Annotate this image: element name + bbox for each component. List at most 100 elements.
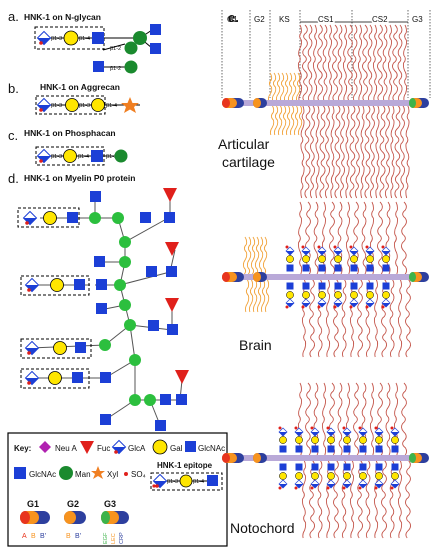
panel-e-letter: e.	[228, 10, 239, 25]
key-title: Key:	[14, 444, 31, 453]
panel-b-title: HNK-1 on Aggrecan	[40, 82, 120, 92]
tissue-label-notochord: Notochord	[230, 520, 295, 536]
hnk1-epitope-box	[20, 338, 92, 359]
g3-sub-crp: CRP	[119, 532, 125, 544]
g3-domain	[409, 453, 429, 463]
fuc-icon	[165, 298, 179, 312]
link-label: β1-3	[51, 154, 62, 160]
link-label: β1-4	[106, 103, 117, 109]
aggrecan-panels	[222, 24, 429, 539]
glcnac-icon	[67, 212, 78, 223]
g2-domain	[253, 272, 267, 282]
gal-icon	[152, 439, 168, 455]
panel-a: a. HNK-1 on N-glycan β1-3 β1-4 β1-2 β1-2	[8, 9, 161, 74]
gal-icon	[50, 278, 64, 292]
man-icon	[114, 149, 128, 163]
hnk1-epitopes	[278, 426, 400, 490]
epitope-label: HNK-1 epitope	[157, 461, 213, 470]
glca-icon	[24, 370, 40, 386]
legend-key: Key: Neu A Fuc GlcA Gal GlcNAc GlcNAc Ma…	[7, 432, 228, 547]
ks-chains	[267, 72, 303, 136]
g3-domain	[409, 272, 429, 282]
gal-icon	[48, 371, 62, 385]
link-label: β1-4	[78, 154, 89, 160]
glcnac-icon	[150, 43, 161, 54]
g1-sub-a: A	[22, 533, 27, 540]
domain-g2: G2	[254, 15, 265, 24]
g1-domain	[222, 272, 244, 282]
hnk1-epitope-box	[17, 207, 80, 228]
key-label-glcnac-2: GlcNAc	[29, 470, 56, 479]
gal-icon	[63, 30, 79, 46]
link-label: β1-2	[110, 46, 121, 52]
glcnac-icon	[150, 24, 161, 35]
tissue-label-cartilage-2: cartilage	[222, 154, 275, 170]
key-label-xyl: Xyl	[107, 470, 118, 479]
key-label-so4: SO₄	[131, 470, 146, 479]
key-label-man: Man	[75, 470, 91, 479]
panel-d: d. HNK-1 on Myelin P0 protein	[8, 171, 189, 431]
tissue-label-brain: Brain	[239, 337, 272, 353]
core-protein	[223, 100, 411, 106]
glca-icon	[24, 277, 40, 293]
link-label: β1-2	[110, 66, 121, 72]
fuc-icon	[175, 370, 189, 384]
glcnac-icon	[92, 32, 104, 44]
panel-d-title: HNK-1 on Myelin P0 protein	[24, 173, 135, 183]
panel-d-letter: d.	[8, 171, 19, 186]
link-label: β1-2	[106, 154, 117, 160]
glca-icon	[36, 97, 52, 113]
hnk1-epitope-box	[150, 472, 223, 491]
aggrecan-molecule	[222, 382, 429, 539]
domain-ks: KS	[279, 15, 290, 24]
glca-icon	[24, 340, 40, 356]
key-label-gal: Gal	[170, 444, 183, 453]
glcnac-icon	[75, 342, 86, 353]
panel-a-title: HNK-1 on N-glycan	[24, 12, 101, 22]
domain-cs1: CS1	[318, 15, 334, 24]
g2-sub-b2: B'	[75, 533, 81, 540]
glcnac-icon	[72, 372, 83, 383]
link-label: β1-3	[167, 479, 178, 485]
glcnac-icon	[14, 467, 26, 479]
hnk1-epitope-box	[20, 275, 90, 296]
module-g1-label: G1	[27, 499, 39, 509]
hnk1-epitopes	[285, 245, 391, 309]
link-label: β1-3	[51, 36, 62, 42]
man-icon	[133, 31, 147, 45]
domain-cs2: CS2	[372, 15, 388, 24]
g2-domain	[253, 453, 267, 463]
man-icon	[124, 60, 138, 74]
glca-icon	[22, 210, 38, 226]
g1-domain	[222, 98, 244, 108]
glca-icon	[36, 30, 52, 46]
so4-icon	[124, 472, 128, 476]
panel-b: b. HNK-1 on Aggrecan β1-3 β1-3 β1-4	[8, 81, 140, 115]
key-label-neua: Neu A	[55, 444, 77, 453]
panel-c-title: HNK-1 on Phosphacan	[24, 128, 116, 138]
gal-icon	[43, 211, 57, 225]
glca-icon	[152, 473, 168, 489]
g2-sub-b: B	[66, 533, 71, 540]
g1-sub-b: B	[31, 533, 36, 540]
gal-icon	[179, 474, 193, 488]
core-protein	[223, 274, 411, 280]
link-label: β1-3	[79, 103, 90, 109]
glca-icon	[36, 148, 52, 164]
man-icon	[124, 41, 138, 55]
cs-chains	[297, 24, 410, 199]
glcnac-icon	[91, 150, 103, 162]
panel-b-letter: b.	[8, 81, 19, 96]
neua-icon	[39, 441, 51, 453]
core-protein	[223, 455, 411, 461]
glcnac-icon	[93, 61, 104, 72]
glca-icon	[111, 439, 127, 455]
glcnac-icon	[74, 279, 85, 290]
fuc-icon	[80, 441, 94, 454]
domain-g1: G1	[227, 15, 238, 24]
gal-icon	[53, 341, 67, 355]
fuc-icon	[163, 188, 177, 202]
g1-domain	[222, 453, 244, 463]
link-label: β1-4	[79, 36, 90, 42]
panel-e: e. G1 G2 KS CS1 CS2 G3 Articular cartila…	[218, 10, 431, 539]
